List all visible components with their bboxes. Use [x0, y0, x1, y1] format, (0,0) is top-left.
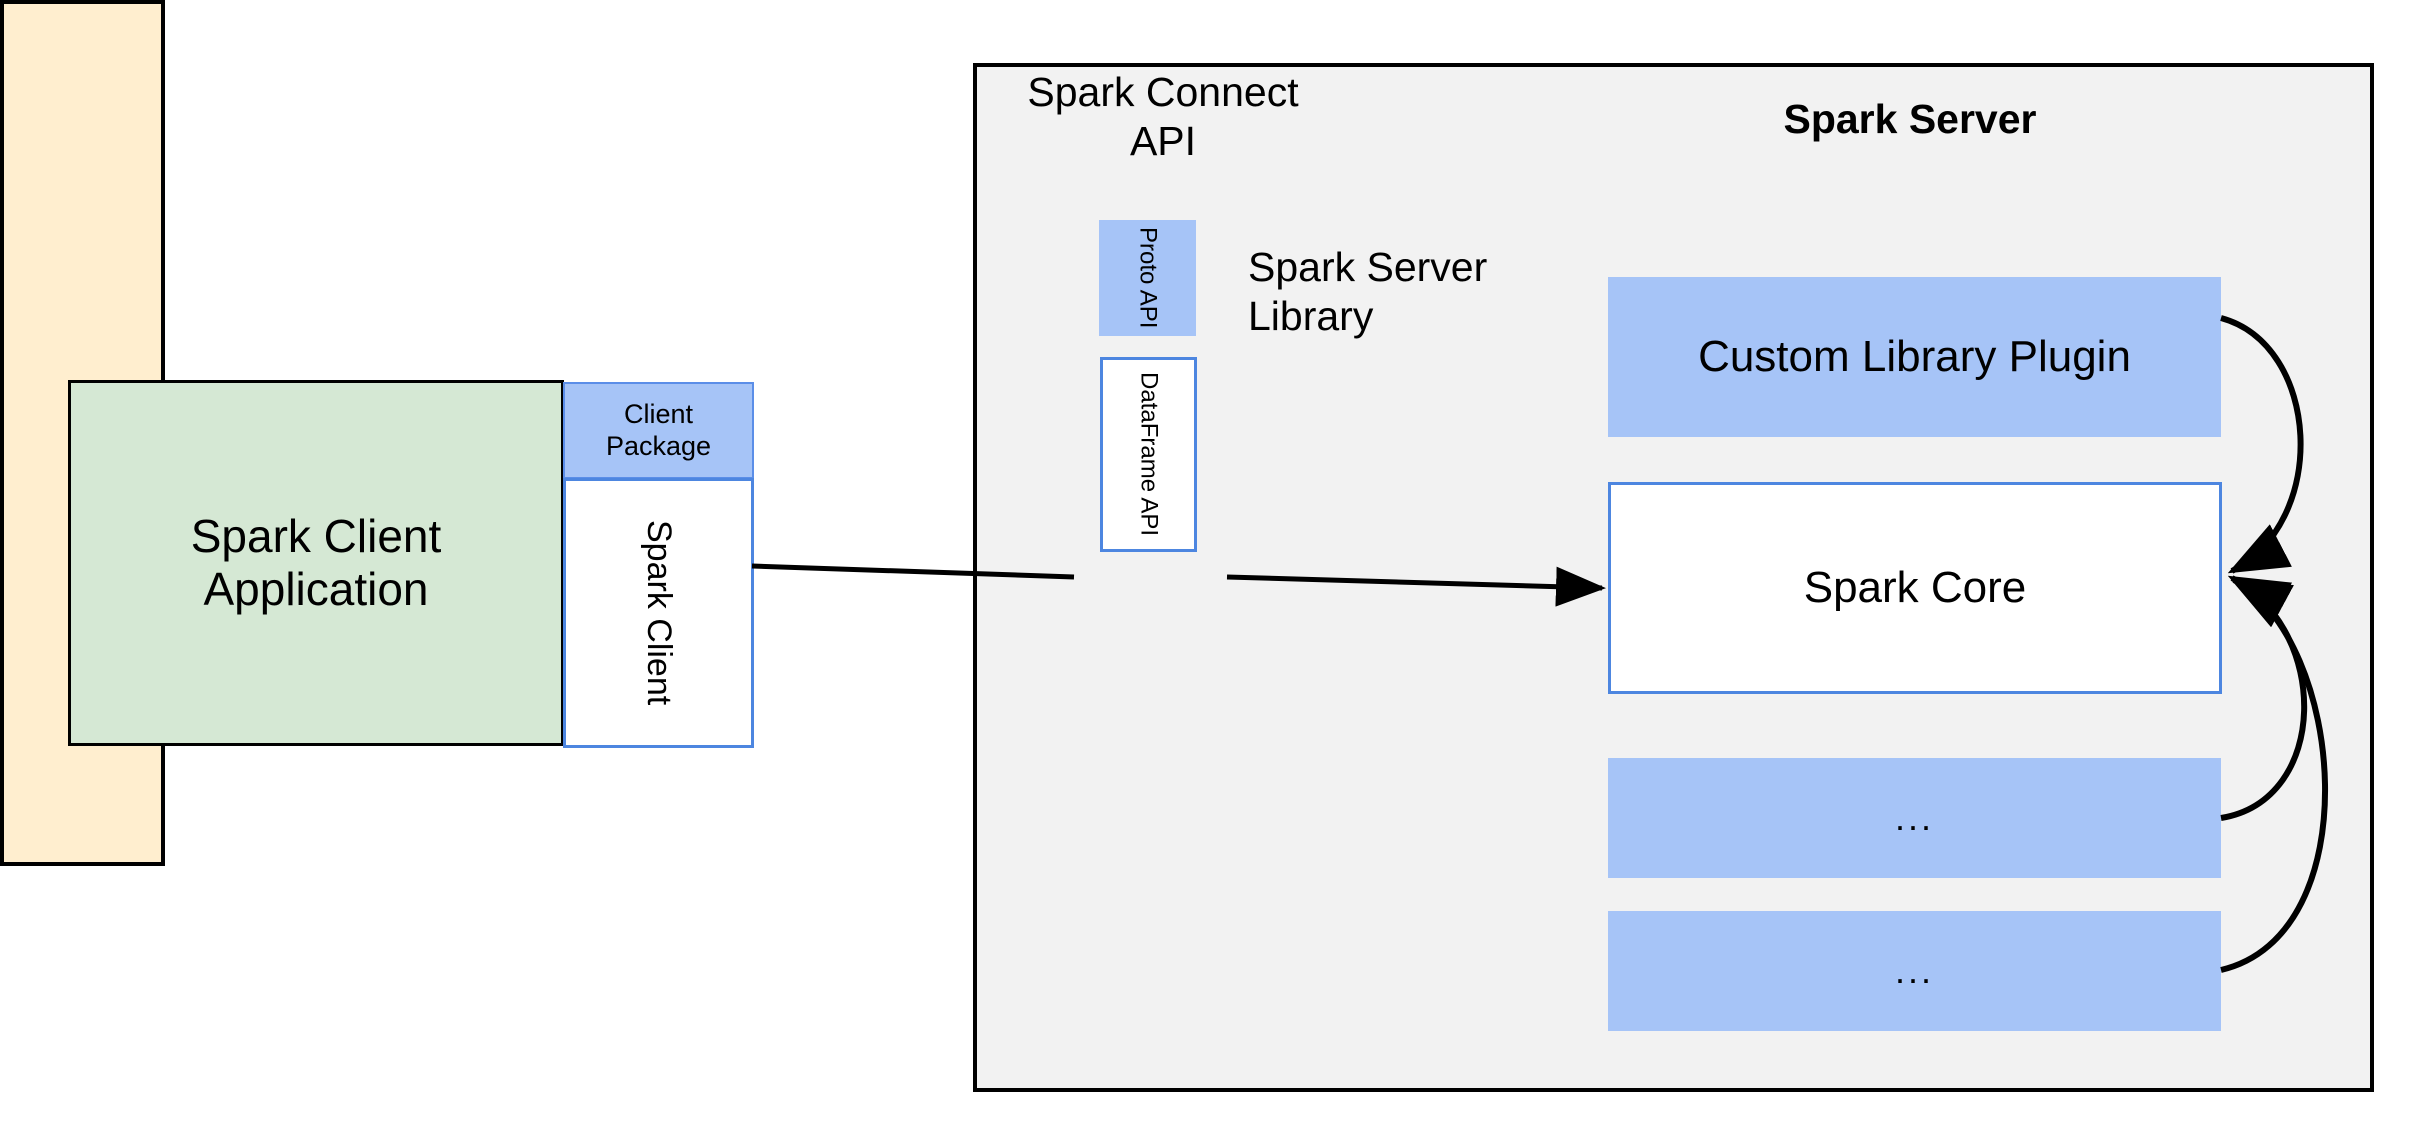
- spark-client-application-label: Spark Client Application: [190, 510, 442, 615]
- ellipsis-box-1-label: ...: [1894, 797, 1934, 839]
- ellipsis-box-1[interactable]: ...: [1608, 758, 2221, 878]
- proto-api-label: Proto API: [1134, 227, 1162, 329]
- dataframe-api-box[interactable]: DataFrame API: [1100, 357, 1197, 552]
- spark-client-label: Spark Client: [640, 520, 679, 706]
- spark-client-box[interactable]: Spark Client: [563, 478, 754, 748]
- ellipsis-box-2-label: ...: [1894, 950, 1934, 992]
- custom-library-plugin-box[interactable]: Custom Library Plugin: [1608, 277, 2221, 437]
- spark-connect-api-label: Spark Connect API: [1027, 69, 1299, 165]
- spark-core-label: Spark Core: [1803, 562, 2027, 612]
- spark-core-box[interactable]: Spark Core: [1608, 482, 2222, 694]
- ellipsis-box-2[interactable]: ...: [1608, 911, 2221, 1031]
- dataframe-api-label: DataFrame API: [1135, 372, 1163, 537]
- client-package-box[interactable]: Client Package: [563, 382, 754, 479]
- client-package-label: Client Package: [605, 399, 712, 461]
- proto-api-box[interactable]: Proto API: [1099, 220, 1196, 336]
- custom-library-plugin-label: Custom Library Plugin: [1698, 331, 2131, 381]
- spark-server-title: Spark Server: [1783, 96, 2037, 142]
- spark-server-library-label: Spark Server Library: [1248, 244, 1488, 340]
- spark-client-application-box[interactable]: Spark Client Application: [68, 380, 564, 746]
